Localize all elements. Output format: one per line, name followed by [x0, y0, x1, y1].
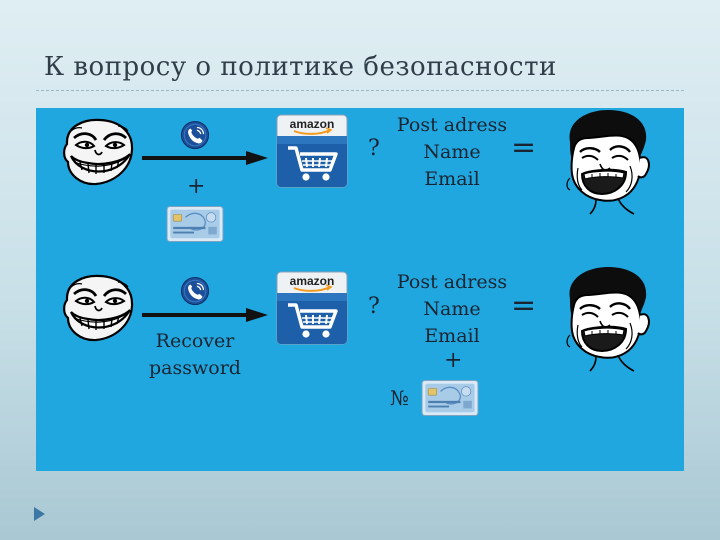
field-name: Name [423, 141, 481, 163]
credit-card-icon [421, 380, 479, 416]
field-email: Email [424, 168, 480, 190]
recover-line: Recover [155, 330, 235, 352]
requested-fields: Post adress Name Email [388, 112, 516, 193]
next-slide-arrow-icon[interactable] [34, 507, 45, 521]
question-mark: ? [368, 294, 380, 319]
slide-title: К вопросу о политике безопасности [44, 52, 557, 82]
amazon-cart-icon [276, 114, 348, 188]
field-post-address: Post adress [396, 114, 508, 136]
requested-fields: Post adress Name Email [388, 269, 516, 350]
password-line: password [149, 357, 241, 379]
recover-password-label: Recover password [142, 328, 248, 382]
question-mark: ? [368, 136, 380, 161]
plus-sign: + [187, 174, 206, 199]
trollface-icon [58, 272, 138, 344]
phone-icon [180, 276, 210, 306]
equals-sign: = [511, 130, 537, 165]
credit-card-icon [166, 206, 224, 242]
field-email: Email [424, 325, 480, 347]
equals-sign: = [511, 288, 537, 323]
title-divider [36, 90, 684, 91]
plus-sign: + [444, 348, 463, 373]
trollface-icon [58, 116, 138, 188]
amazon-cart-icon [276, 271, 348, 345]
arrow-2-head [246, 308, 268, 322]
field-post-address: Post adress [396, 271, 508, 293]
arrow-1-head [246, 151, 268, 165]
phone-icon [180, 120, 210, 150]
diagram-panel: + ? Post adress Name Email = Recover pas… [36, 108, 684, 471]
laughing-face-icon [556, 265, 656, 373]
number-sign: № [390, 386, 409, 410]
arrow-2-shaft [142, 313, 248, 317]
field-name: Name [423, 298, 481, 320]
laughing-face-icon [556, 108, 656, 216]
arrow-1-shaft [142, 156, 248, 160]
